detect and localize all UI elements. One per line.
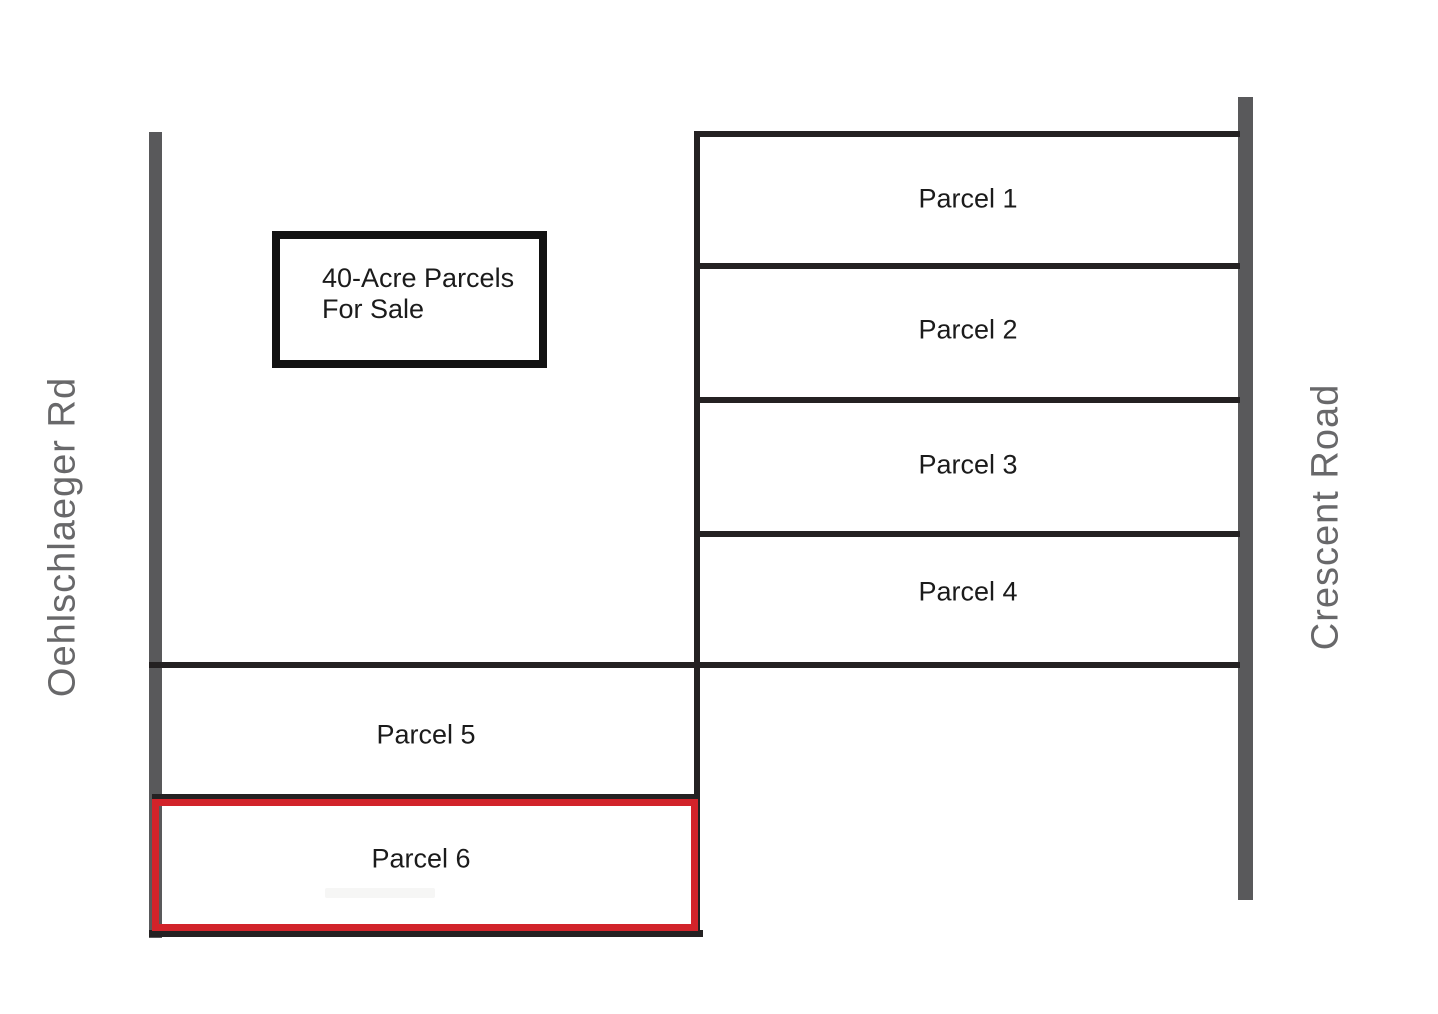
for-sale-sign-line2: For Sale <box>322 294 425 324</box>
parcel-1-2-boundary-line <box>697 263 1240 269</box>
crescent-road-label: Crescent Road <box>1304 383 1347 651</box>
highlighted-parcel-outline <box>152 799 698 931</box>
oehlschlaeger-road-label: Oehlschlaeger Rd <box>41 376 84 698</box>
parcel-4-label: Parcel 4 <box>918 576 1018 607</box>
parcel-5-label: Parcel 5 <box>376 719 476 750</box>
scan-artifact <box>325 888 435 898</box>
parcel-5-6-boundary-line <box>152 794 700 800</box>
for-sale-sign-text: 40-Acre Parcels For Sale <box>280 239 539 325</box>
crescent-road-line <box>1238 97 1253 900</box>
for-sale-sign-box: 40-Acre Parcels For Sale <box>272 231 547 368</box>
parcel-column-west-boundary-line <box>694 131 700 937</box>
parcel-2-label: Parcel 2 <box>918 314 1018 345</box>
for-sale-sign-line1: 40-Acre Parcels <box>322 263 515 293</box>
parcel-6-bottom-boundary-line <box>149 930 703 937</box>
parcel-1-top-boundary-line <box>694 131 1240 137</box>
parcel-2-3-boundary-line <box>697 397 1240 403</box>
parcel-1-label: Parcel 1 <box>918 183 1018 214</box>
oehlschlaeger-road-line <box>149 132 162 938</box>
parcel-3-4-boundary-line <box>697 531 1240 537</box>
parcel-3-label: Parcel 3 <box>918 449 1018 480</box>
parcel-6-label: Parcel 6 <box>371 843 471 874</box>
